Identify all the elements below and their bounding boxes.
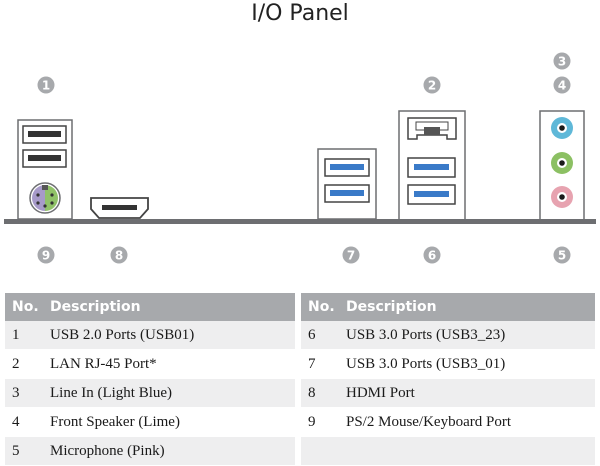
table-row: 8 HDMI Port	[301, 378, 595, 408]
callout-4-label: 4	[558, 79, 566, 93]
row-description: Microphone (Pink)	[50, 436, 295, 466]
callout-2-label: 2	[428, 79, 436, 93]
callout-4: 4	[553, 76, 571, 94]
row-no: 2	[5, 349, 50, 379]
row-description: USB 2.0 Ports (USB01)	[50, 321, 295, 350]
row-no: 9	[301, 407, 346, 437]
table-row: 3 Line In (Light Blue)	[5, 378, 295, 408]
row-no-empty	[301, 436, 346, 466]
hdmi-port	[90, 197, 149, 219]
row-description: HDMI Port	[346, 378, 595, 408]
row-no: 1	[5, 321, 50, 350]
row-description: PS/2 Mouse/Keyboard Port	[346, 407, 595, 437]
port-table-left: No. Description 1 USB 2.0 Ports (USB01) …	[5, 293, 295, 466]
callout-6-label: 6	[428, 249, 436, 263]
row-description: USB 3.0 Ports (USB3_23)	[346, 321, 595, 350]
page-title: I/O Panel	[251, 1, 349, 26]
header-no: No.	[301, 293, 346, 321]
callout-2: 2	[423, 76, 441, 94]
callout-5: 5	[553, 246, 571, 264]
row-no: 8	[301, 378, 346, 408]
callout-1: 1	[37, 76, 55, 94]
callout-8: 8	[110, 246, 128, 264]
header-description: Description	[346, 293, 595, 321]
port-table-right: No. Description 6 USB 3.0 Ports (USB3_23…	[301, 293, 595, 466]
table-row: 6 USB 3.0 Ports (USB3_23)	[301, 321, 595, 350]
audio-jacks	[539, 110, 585, 221]
row-no: 7	[301, 349, 346, 379]
row-description: LAN RJ-45 Port*	[50, 349, 295, 379]
table-row: 2 LAN RJ-45 Port*	[5, 349, 295, 379]
callout-3-label: 3	[558, 55, 566, 69]
table-header-row: No. Description	[301, 293, 595, 321]
callout-3: 3	[553, 52, 571, 70]
row-no: 3	[5, 378, 50, 408]
callout-9-label: 9	[42, 249, 50, 263]
usb2-ps2-stack	[17, 119, 73, 220]
table-row-empty	[301, 436, 595, 466]
callout-8-label: 8	[115, 249, 123, 263]
callout-5-label: 5	[558, 249, 566, 263]
table-row: 5 Microphone (Pink)	[5, 436, 295, 466]
table-row: 4 Front Speaker (Lime)	[5, 407, 295, 437]
header-no: No.	[5, 293, 50, 321]
callout-1-label: 1	[42, 79, 50, 93]
table-row: 9 PS/2 Mouse/Keyboard Port	[301, 407, 595, 437]
panel-base-line	[4, 219, 596, 224]
table-row: 7 USB 3.0 Ports (USB3_01)	[301, 349, 595, 379]
usb3-ports-01	[317, 148, 377, 220]
row-no: 5	[5, 436, 50, 466]
row-description: Front Speaker (Lime)	[50, 407, 295, 437]
table-row: 1 USB 2.0 Ports (USB01)	[5, 321, 295, 350]
header-description: Description	[50, 293, 295, 321]
row-description: Line In (Light Blue)	[50, 378, 295, 408]
row-description-empty	[346, 436, 595, 466]
callout-9: 9	[37, 246, 55, 264]
callout-6: 6	[423, 246, 441, 264]
table-header-row: No. Description	[5, 293, 295, 321]
lan-usb3-stack	[398, 110, 466, 221]
row-no: 4	[5, 407, 50, 437]
row-no: 6	[301, 321, 346, 350]
io-panel-diagram: 1 2 3 4	[4, 52, 596, 264]
callout-7: 7	[342, 246, 360, 264]
row-description: USB 3.0 Ports (USB3_01)	[346, 349, 595, 379]
callout-7-label: 7	[347, 249, 355, 263]
